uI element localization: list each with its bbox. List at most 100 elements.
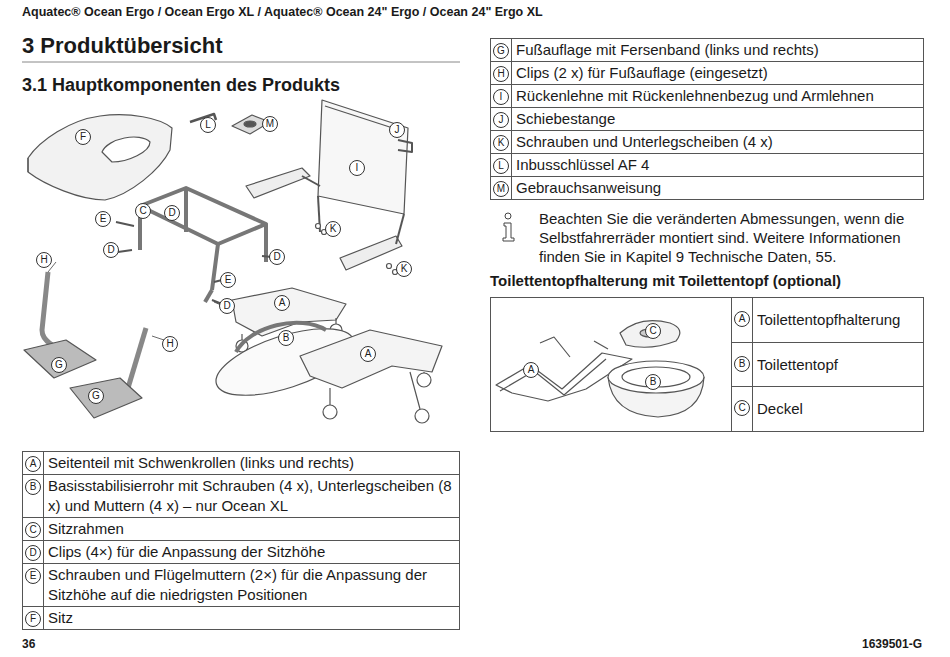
table-cell: C — [732, 387, 753, 431]
callout-letter: G — [88, 388, 104, 404]
parts-table: AToilettentopfhalterungBToilettentopfCDe… — [490, 297, 924, 432]
callout-letter: A — [25, 456, 41, 472]
table-cell: F — [23, 607, 44, 629]
callout-letter: F — [75, 129, 91, 145]
callout-letter: D — [219, 298, 235, 314]
callout-letter: K — [325, 221, 341, 237]
table-row: GFußauflage mit Fersenband (links und re… — [491, 39, 923, 62]
table-cell: B — [732, 343, 753, 387]
table-text: Clips (2 x) für Fußauflage (eingesetzt) — [512, 62, 772, 84]
document-number: 1639501-G — [862, 637, 922, 651]
callout-letter: M — [493, 181, 509, 197]
table-text: Schrauben und Unterlegscheiben (4 x) — [512, 131, 777, 153]
table-row: DClips (4×) für die Anpassung der Sitzhö… — [23, 541, 459, 564]
callout-letter: A — [523, 362, 539, 378]
table-text: Basisstabilisierrohr mit Schrauben (4 x)… — [44, 475, 459, 517]
parts-table: GFußauflage mit Fersenband (links und re… — [490, 38, 924, 200]
table-cell: B — [23, 475, 44, 517]
table-cell: M — [491, 177, 512, 199]
table-cell: A — [23, 452, 44, 474]
table-row: LInbusschlüssel AF 4 — [491, 154, 923, 177]
table-row: ASeitenteil mit Schwenkrollen (links und… — [23, 452, 459, 475]
table-row: MGebrauchsanweisung — [491, 177, 923, 200]
table-text: Toilettentopfhalterung — [753, 309, 904, 331]
table-text: Rückenlehne mit Rückenlehnenbezug und Ar… — [512, 85, 878, 107]
table-row: IRückenlehne mit Rückenlehnenbezug und A… — [491, 85, 923, 108]
table-row: CSitzrahmen — [23, 518, 459, 541]
table-row: HClips (2 x) für Fußauflage (eingesetzt) — [491, 62, 923, 85]
callout-letter: E — [25, 568, 41, 584]
table-row: AToilettentopfhalterung — [732, 298, 923, 343]
callout-letter: M — [262, 116, 278, 132]
callout-letter: C — [734, 400, 750, 416]
callout-letter: H — [36, 252, 52, 268]
callout-letter: A — [360, 346, 376, 362]
callout-letter: F — [25, 611, 41, 627]
table-cell: D — [23, 541, 44, 563]
optional-section: Toilettentopfhalterung mit Toilettentopf… — [490, 272, 922, 437]
subsection-title: 3.1 Hauptkomponenten des Produkts — [22, 75, 340, 96]
callout-letter: J — [493, 112, 509, 128]
callout-letter: J — [389, 122, 405, 138]
callout-letter: D — [164, 205, 180, 221]
table-cell: K — [491, 131, 512, 153]
callout-letter: D — [25, 545, 41, 561]
callout-letter: C — [135, 203, 151, 219]
section-heading: Toilettentopfhalterung mit Toilettentopf… — [490, 272, 841, 289]
table-cell: L — [491, 154, 512, 176]
table-row: KSchrauben und Unterlegscheiben (4 x) — [491, 131, 923, 154]
table-text: Sitzrahmen — [44, 518, 128, 540]
table-cell: H — [491, 62, 512, 84]
parts-table: ASeitenteil mit Schwenkrollen (links und… — [22, 451, 460, 630]
callout-letter: H — [493, 66, 509, 82]
table-text: Toilettentopf — [753, 354, 842, 376]
callout-letter: E — [220, 272, 236, 288]
callout-letter: B — [278, 330, 294, 346]
callout-letter: B — [645, 374, 661, 390]
table-text: Deckel — [753, 398, 807, 420]
callout-letter: L — [493, 158, 509, 174]
table-row: ESchrauben und Flügelmuttern (2×) für di… — [23, 564, 459, 607]
callout-letter: L — [200, 117, 216, 133]
table-text: Sitz — [44, 607, 77, 629]
callout-letter: B — [734, 356, 750, 372]
callout-letter: G — [493, 43, 509, 59]
callout-letter: I — [493, 89, 509, 105]
table-text: Seitenteil mit Schwenkrollen (links und … — [44, 452, 358, 474]
table-text: Clips (4×) für die Anpassung der Sitzhöh… — [44, 541, 329, 563]
callout-letter: A — [734, 311, 750, 327]
callout-letter: H — [162, 336, 178, 352]
table-text: Gebrauchsanweisung — [512, 177, 665, 199]
note-text: Beachten Sie die veränderten Abmessungen… — [539, 209, 924, 266]
table-cell: C — [23, 518, 44, 540]
callout-letter: K — [493, 135, 509, 151]
callout-letter: B — [25, 479, 41, 495]
callout-letter: K — [396, 261, 412, 277]
callout-letter: C — [645, 323, 661, 339]
table-text: Schiebestange — [512, 108, 619, 130]
table-cell: A — [732, 298, 753, 342]
table-text: Fußauflage mit Fersenband (links und rec… — [512, 39, 823, 61]
table-cell: I — [491, 85, 512, 107]
table-cell: E — [23, 564, 44, 606]
table-row: BToilettentopf — [732, 343, 923, 388]
table-cell: G — [491, 39, 512, 61]
info-icon — [500, 212, 518, 244]
callout-letter: E — [95, 211, 111, 227]
parts-illustration — [0, 0, 470, 440]
callout-letter: G — [51, 357, 67, 373]
callout-letter: C — [25, 522, 41, 538]
table-cell: J — [491, 108, 512, 130]
table-text: Schrauben und Flügelmuttern (2×) für die… — [44, 564, 459, 606]
table-row: BBasisstabilisierrohr mit Schrauben (4 x… — [23, 475, 459, 518]
table-row: CDeckel — [732, 387, 923, 431]
table-text: Inbusschlüssel AF 4 — [512, 154, 653, 176]
table-row: FSitz — [23, 607, 459, 630]
section-title: 3 Produktübersicht — [22, 33, 222, 59]
callout-letter: D — [103, 242, 119, 258]
callout-letter: A — [274, 295, 290, 311]
running-header: Aquatec® Ocean Ergo / Ocean Ergo XL / Aq… — [22, 5, 543, 19]
page-number: 36 — [22, 637, 35, 651]
table-row: JSchiebestange — [491, 108, 923, 131]
callout-letter: I — [349, 160, 365, 176]
